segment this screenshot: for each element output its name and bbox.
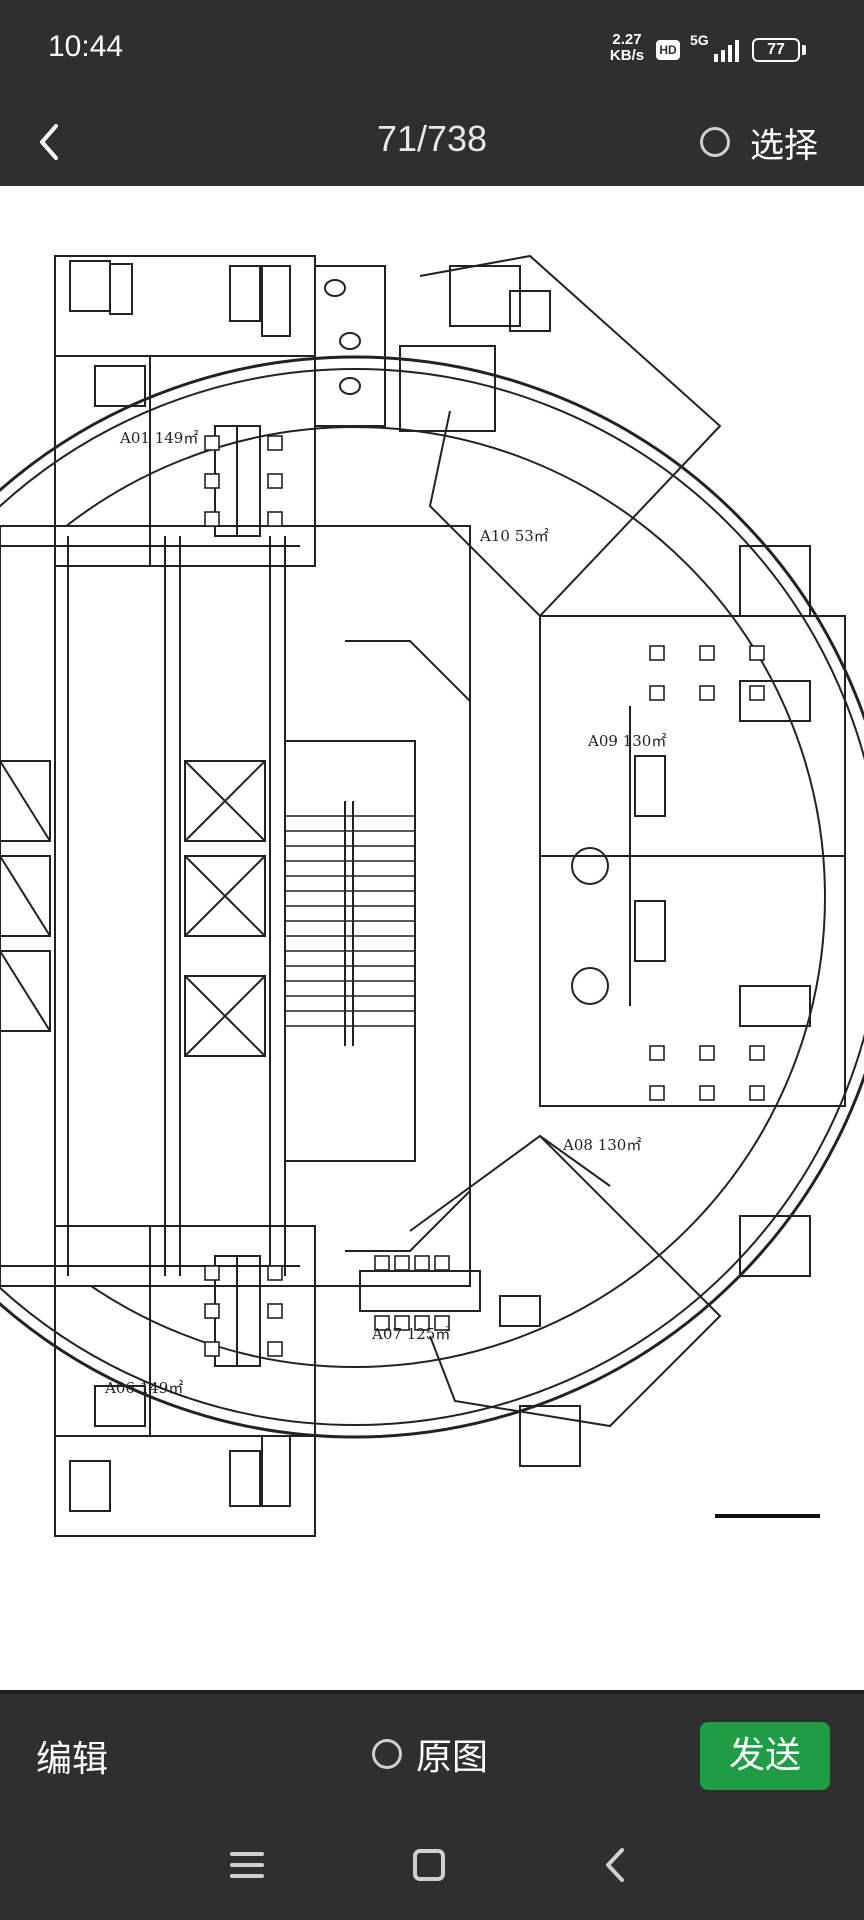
send-button[interactable]: 发送 <box>700 1722 830 1790</box>
battery-tip <box>802 45 806 55</box>
home-icon[interactable] <box>404 1840 454 1890</box>
top-bar: 71/738 选择 <box>0 100 864 186</box>
unit-label-a10: A10 53㎡ <box>479 527 549 545</box>
edit-button[interactable]: 编辑 <box>36 1739 109 1780</box>
signal-icon <box>714 40 739 62</box>
select-label: 选择 <box>750 125 818 166</box>
battery-icon: 77 <box>752 38 800 62</box>
select-button[interactable]: 选择 <box>700 114 818 170</box>
unit-label-a07: A07 125㎡ <box>371 1325 450 1343</box>
battery-level: 77 <box>767 41 785 58</box>
nav-back-icon[interactable] <box>590 1840 640 1890</box>
menu-icon[interactable] <box>222 1840 272 1890</box>
network-type: 5G <box>690 32 709 48</box>
radio-icon[interactable] <box>372 1739 402 1769</box>
image-counter: 71/738 <box>376 118 488 159</box>
unit-label-a06: A06 149㎡ <box>104 1379 183 1397</box>
unit-label-a08: A08 130㎡ <box>562 1136 641 1154</box>
original-toggle[interactable]: 原图 <box>372 1728 488 1780</box>
unit-label-a01: A01 149㎡ <box>119 429 198 447</box>
floor-plan-image: A01 149㎡ A10 53㎡ A09 130㎡ A08 130㎡ A07 1… <box>0 254 864 1537</box>
hd-badge: HD <box>656 40 680 60</box>
image-viewer[interactable]: A01 149㎡ A10 53㎡ A09 130㎡ A08 130㎡ A07 1… <box>0 186 864 1690</box>
unit-label-a09: A09 130㎡ <box>587 732 666 750</box>
status-time: 10:44 <box>48 30 124 63</box>
back-icon[interactable] <box>22 114 78 170</box>
radio-icon[interactable] <box>700 127 730 157</box>
bottom-bar: 编辑 原图 发送 <box>0 1690 864 1810</box>
system-nav-bar <box>0 1810 864 1920</box>
network-speed-unit: KB/s <box>609 47 645 64</box>
original-label: 原图 <box>416 1737 489 1778</box>
network-speed-value: 2.27 <box>612 31 642 48</box>
